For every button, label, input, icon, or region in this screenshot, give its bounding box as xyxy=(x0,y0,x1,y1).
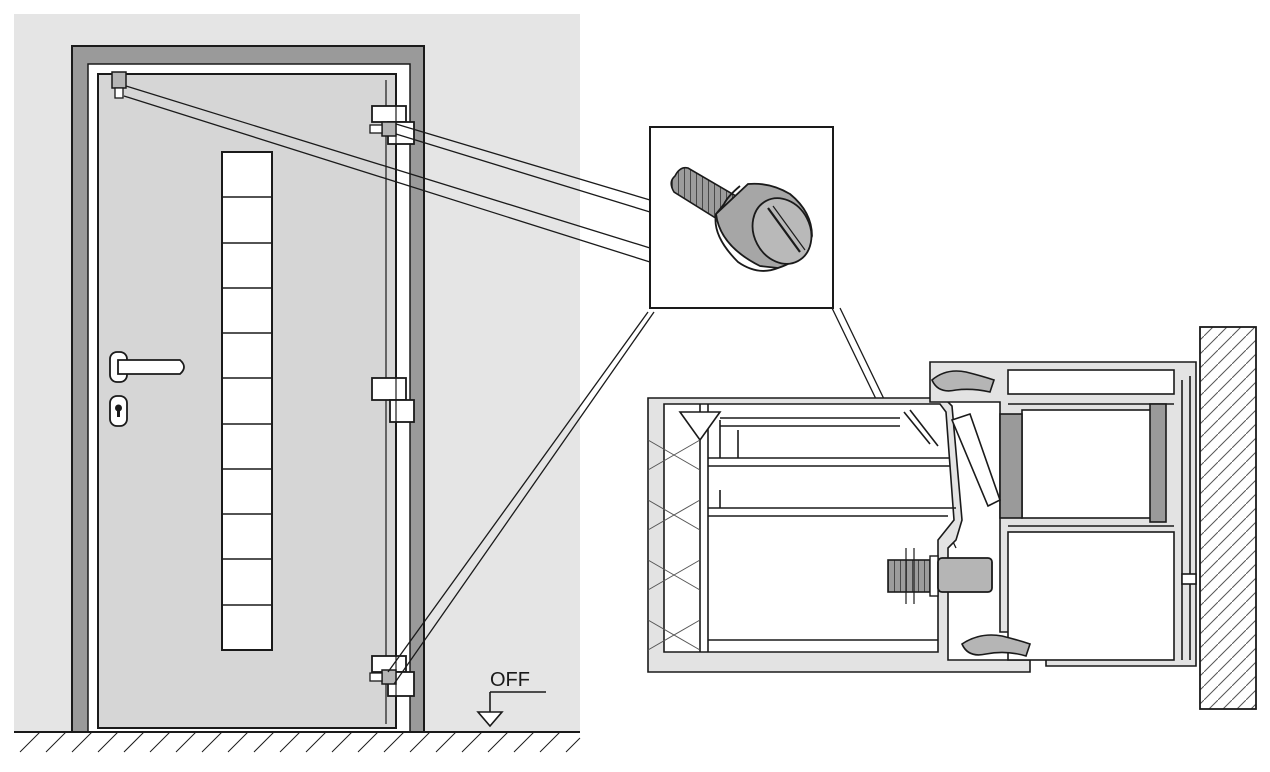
glazing-strip xyxy=(221,151,273,651)
hinge-middle xyxy=(371,377,415,423)
bolt-detail-illustration xyxy=(670,166,813,272)
floor-level-marker: OFF xyxy=(476,669,546,728)
lock-cylinder xyxy=(109,395,128,427)
floor-level-label: OFF xyxy=(490,669,530,691)
bolt-marker-top-left xyxy=(111,71,127,99)
masonry-wall xyxy=(1199,326,1257,710)
leaf-insulation xyxy=(647,439,701,651)
gaskets xyxy=(931,370,1032,657)
profile-cross-section xyxy=(647,326,1257,710)
bolt-detail-view xyxy=(649,126,834,309)
bolt-marker-top-right xyxy=(369,121,397,137)
leaf-profile xyxy=(647,397,1031,673)
door-handle xyxy=(109,351,185,383)
security-bolt xyxy=(887,548,993,604)
thermal-break xyxy=(950,403,1167,523)
floor-hatch xyxy=(19,731,581,753)
frame-profile xyxy=(929,361,1197,667)
